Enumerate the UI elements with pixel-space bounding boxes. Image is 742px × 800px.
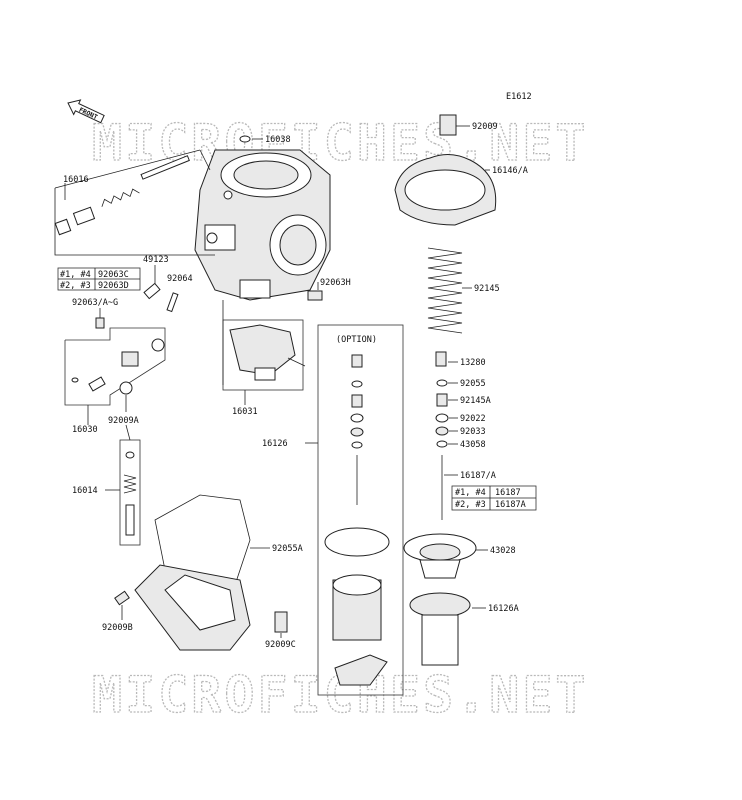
table-right-r1c1: #1, #4 <box>455 488 486 498</box>
label-92009: 92009 <box>472 122 498 132</box>
table-left-r2c2: 92063D <box>98 281 129 291</box>
label-16031: 16031 <box>232 407 258 417</box>
pilot-screw-group-16030 <box>64 327 166 406</box>
label-92009A: 92009A <box>108 416 139 426</box>
label-43028: 43028 <box>490 546 516 556</box>
carburetor-body <box>194 149 331 301</box>
label-92145A: 92145A <box>460 396 491 406</box>
starter-plunger-16016 <box>54 155 190 236</box>
spring-92145A <box>436 393 448 407</box>
washer-43058 <box>436 440 448 448</box>
label-16146A: 16146/A <box>492 166 528 176</box>
option-diaphragm-kit <box>324 354 390 686</box>
table-left-r1c2: 92063C <box>98 270 129 280</box>
label-92145: 92145 <box>474 284 500 294</box>
label-49123: 49123 <box>143 255 169 265</box>
oring-92055 <box>436 379 448 387</box>
screw-49123 <box>143 282 161 300</box>
spring-92145 <box>427 247 463 334</box>
table-right-r2c1: #2, #3 <box>455 500 486 510</box>
table-right: #1, #4 16187 #2, #3 16187A <box>451 485 537 511</box>
jet-13280 <box>435 351 447 367</box>
table-left: #1, #4 92063C #2, #3 92063D <box>57 267 141 291</box>
watermark-top: MICROFICHES.NET <box>92 114 589 172</box>
label-92063G: 92063/A~G <box>72 298 118 308</box>
float-bowl-92055A <box>134 494 251 651</box>
option-label: (OPTION) <box>336 335 377 345</box>
option-box <box>317 324 404 696</box>
front-label: FRONT <box>78 106 99 122</box>
label-92055A: 92055A <box>272 544 303 554</box>
jet-92063 <box>95 317 105 329</box>
vacuum-piston-16126A <box>409 592 471 666</box>
label-92009B: 92009B <box>102 623 133 633</box>
label-16030: 16030 <box>72 425 98 435</box>
diaphragm-cover-16146A <box>394 114 497 226</box>
diaphragm-43028 <box>403 533 477 579</box>
label-16187A: 16187/A <box>460 471 496 481</box>
label-13280: 13280 <box>460 358 486 368</box>
front-arrow-icon: FRONT <box>67 99 105 124</box>
label-16126A: 16126A <box>488 604 519 614</box>
screw-92009C <box>274 611 288 633</box>
oring-16038 <box>239 135 251 143</box>
diagram-code: E1612 <box>506 92 532 102</box>
plug-92009A <box>119 381 133 395</box>
label-92064: 92064 <box>167 274 193 284</box>
screw-92009B <box>114 590 130 606</box>
float-valve-16014 <box>119 439 141 546</box>
label-16014: 16014 <box>72 486 98 496</box>
label-43058: 43058 <box>460 440 486 450</box>
label-92009C: 92009C <box>265 640 296 650</box>
label-16038: 16038 <box>265 135 291 145</box>
label-92033: 92033 <box>460 427 486 437</box>
label-16126: 16126 <box>262 439 288 449</box>
label-16016: 16016 <box>63 175 89 185</box>
label-92063H: 92063H <box>320 278 351 288</box>
label-92055: 92055 <box>460 379 486 389</box>
spring-92064 <box>166 292 179 313</box>
table-left-r2c1: #2, #3 <box>60 281 91 291</box>
clip-92033 <box>435 426 449 436</box>
throttle-slide-16031 <box>222 319 306 391</box>
label-92022: 92022 <box>460 414 486 424</box>
table-right-r2c2: 16187A <box>495 500 526 510</box>
washer-92022 <box>435 413 449 423</box>
table-right-r1c2: 16187 <box>495 488 521 498</box>
table-left-r1c1: #1, #4 <box>60 270 91 280</box>
jet-92063H <box>307 290 323 301</box>
